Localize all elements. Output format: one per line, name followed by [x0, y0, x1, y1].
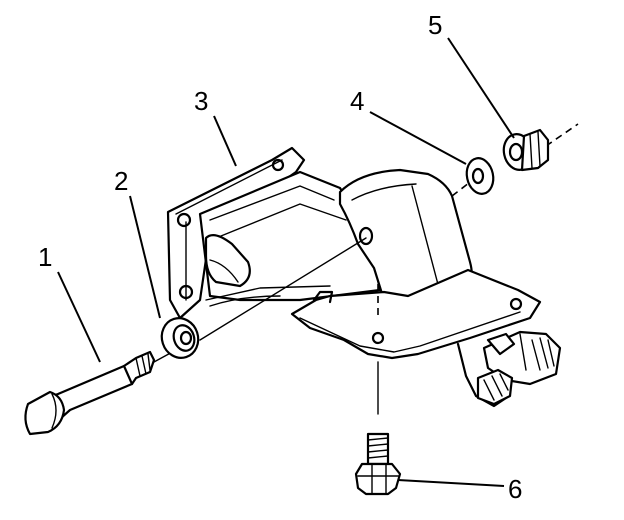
leader-lines [57, 37, 515, 487]
mounting-bracket [166, 146, 382, 320]
callout-2: 2 [114, 166, 128, 196]
callout-4: 4 [350, 86, 364, 116]
base-plate [290, 268, 542, 360]
flange-nut [502, 128, 550, 172]
callout-6: 6 [508, 474, 522, 504]
switch-connector [456, 330, 562, 408]
callout-1: 1 [38, 242, 52, 272]
callout-3: 3 [194, 86, 208, 116]
mounting-bolt [354, 432, 402, 496]
bracket-housing [338, 168, 473, 314]
callout-5: 5 [428, 10, 442, 40]
pivot-bolt [24, 349, 177, 436]
washer-right [465, 157, 495, 195]
washer-left [160, 317, 200, 359]
